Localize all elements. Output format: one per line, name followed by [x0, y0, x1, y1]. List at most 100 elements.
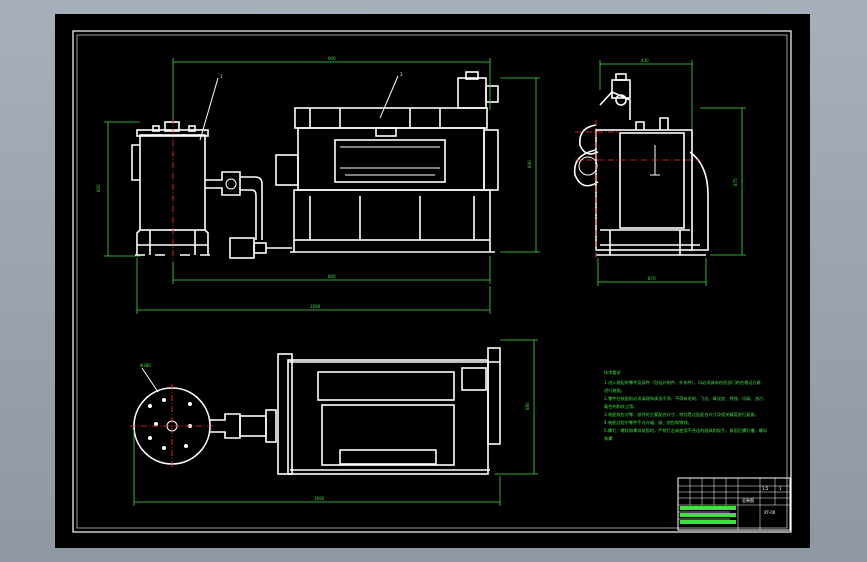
right-end-cap: [483, 129, 499, 191]
front-machine: [275, 71, 499, 253]
title-block-green-cells: [680, 506, 736, 524]
notes-line-8: 和螺: [604, 435, 612, 442]
plan-upper-chamber: [317, 371, 455, 401]
front-dimensions: 900 820 840 800 1690: [96, 56, 540, 314]
plan-tank-holes: [148, 398, 192, 450]
side-gear: [578, 156, 598, 176]
tank-gauge-pipe: [131, 144, 140, 181]
notes-heading: 技术要求: [604, 369, 622, 376]
dim-height-right-text: 840: [527, 160, 532, 168]
side-terminal-box: [615, 73, 627, 81]
cad-drawing-viewport[interactable]: 1 3 900 820 840 800 1690: [55, 14, 810, 548]
dim-diameter-leader: [141, 367, 159, 393]
machine-body: [297, 127, 485, 191]
tank-nozzle-1: [152, 125, 160, 132]
side-view: 430 875 870: [573, 58, 746, 286]
dim-height-left-text: 820: [96, 184, 101, 192]
motor-pump: [229, 237, 255, 259]
plan-coupling-motor: [239, 415, 267, 437]
technical-notes: 技术要求 1.进入装配的零件及部件（包括外购件、外协件），均必须具有检验部门的合…: [604, 369, 767, 442]
side-dimensions: 430 875 870: [597, 58, 746, 286]
dim-height-left: [104, 121, 140, 257]
notes-line-6: 4.装配过程中零件不允许磕、碰、划伤和锈蚀。: [604, 419, 692, 426]
machine-top-frame: [294, 107, 488, 129]
plan-flange: [265, 409, 277, 443]
tank-legs: [136, 229, 209, 255]
dim-overall-length-text: 1690: [310, 304, 321, 309]
notes-line-5: 3.装配前应对零、部件的主要配合尺寸，特别是过盈配合尺寸及相关精度进行复查。: [604, 411, 759, 418]
leader-3: [379, 75, 399, 119]
dim-side-top-width-text: 430: [641, 58, 649, 63]
tank-body: [139, 134, 206, 231]
front-tank: [131, 121, 210, 256]
plan-tank-centerlines: [130, 384, 214, 468]
title-block-grid: [678, 478, 790, 530]
side-belt-guard-lower: [573, 149, 599, 187]
dim-side-top-width: [599, 60, 693, 130]
plan-right-end: [487, 347, 501, 445]
dim-overall-length: [136, 258, 491, 314]
plan-left-end: [277, 353, 293, 475]
side-stand: [596, 229, 706, 256]
dim-top-overall-text: 900: [328, 56, 336, 61]
dim-plan-depth: [494, 339, 538, 475]
return-pipe: [240, 176, 263, 240]
notes-line-3: 2.零件在装配前必须清理和清洗干净，不得有毛刺、飞边、氧化皮、锈蚀、切屑、油污、: [604, 395, 767, 402]
notes-line-1: 1.进入装配的零件及部件（包括外购件、外协件），均必须具有检验部门的合格证方能: [604, 379, 762, 386]
leader-label-3: 3: [400, 72, 403, 77]
plan-pump: [210, 413, 241, 439]
plan-view: Φ380 680 1690: [130, 339, 538, 506]
title-block-border: [677, 477, 791, 531]
side-nozzles: [635, 117, 669, 130]
side-belt-guard-upper: [579, 124, 599, 155]
window-ribs: [340, 146, 440, 176]
dim-side-base-width-text: 870: [648, 276, 656, 281]
base-feet: [290, 240, 495, 253]
inspection-window: [334, 139, 446, 183]
side-hopper: [689, 151, 709, 251]
tank-nozzle-2: [188, 125, 196, 132]
base-columns: [309, 196, 475, 240]
dim-plan-depth-text: 680: [525, 402, 530, 410]
leader-1: [199, 77, 219, 141]
pump-housing: [205, 171, 241, 196]
dim-top-overall: [172, 58, 491, 120]
plan-lower-chamber: [321, 404, 455, 466]
dim-side-base-width: [597, 258, 707, 286]
dim-plan-overall-length-text: 1690: [314, 496, 325, 501]
notes-line-7: 5.螺钉、螺栓和螺母紧固时，严禁打击或使用不合适的旋具和扳手。紧固后螺钉槽、螺母: [604, 427, 767, 434]
drive-motor: [457, 77, 487, 109]
side-tank: [619, 132, 685, 229]
dim-side-height-text: 875: [733, 178, 738, 186]
pump-flange: [225, 178, 237, 190]
motor-fan-cover: [485, 85, 499, 103]
side-centerlines: [575, 120, 700, 262]
plan-drain-channel: [339, 449, 437, 465]
dim-base-span-text: 800: [328, 274, 336, 279]
front-view: 1 3 900 820 840 800 1690: [96, 56, 540, 314]
title-scale: 1:5: [762, 486, 769, 491]
front-pipework: [205, 171, 292, 259]
tank-stand: [137, 230, 208, 255]
plan-drive-motor: [461, 367, 487, 391]
tank-top-flange: [136, 129, 209, 137]
side-pulley: [615, 94, 627, 106]
dim-height-right: [500, 77, 540, 253]
side-drive-housing: [599, 91, 631, 120]
title-drawing-number: XT-00: [764, 510, 776, 515]
tank-inlet: [164, 121, 180, 132]
dim-plan-overall-length: [133, 430, 501, 506]
notes-line-4: 着色剂和灰尘等。: [604, 403, 638, 410]
title-block: 总装图 XT-00 1:5 1: [677, 477, 791, 531]
dim-side-height: [700, 107, 746, 256]
outer-border: [72, 30, 792, 533]
lifting-lug: [375, 127, 397, 137]
assembly-drawing: 1 3 900 820 840 800 1690: [72, 30, 792, 533]
frame-stiffeners: [309, 108, 441, 128]
left-end-cap: [275, 154, 299, 186]
notes-line-2: 进行装配。: [604, 387, 625, 394]
plan-rails: [288, 361, 500, 471]
dim-diameter-text: Φ380: [140, 363, 151, 368]
inner-border: [76, 34, 788, 529]
leader-label-1: 1: [220, 74, 223, 79]
